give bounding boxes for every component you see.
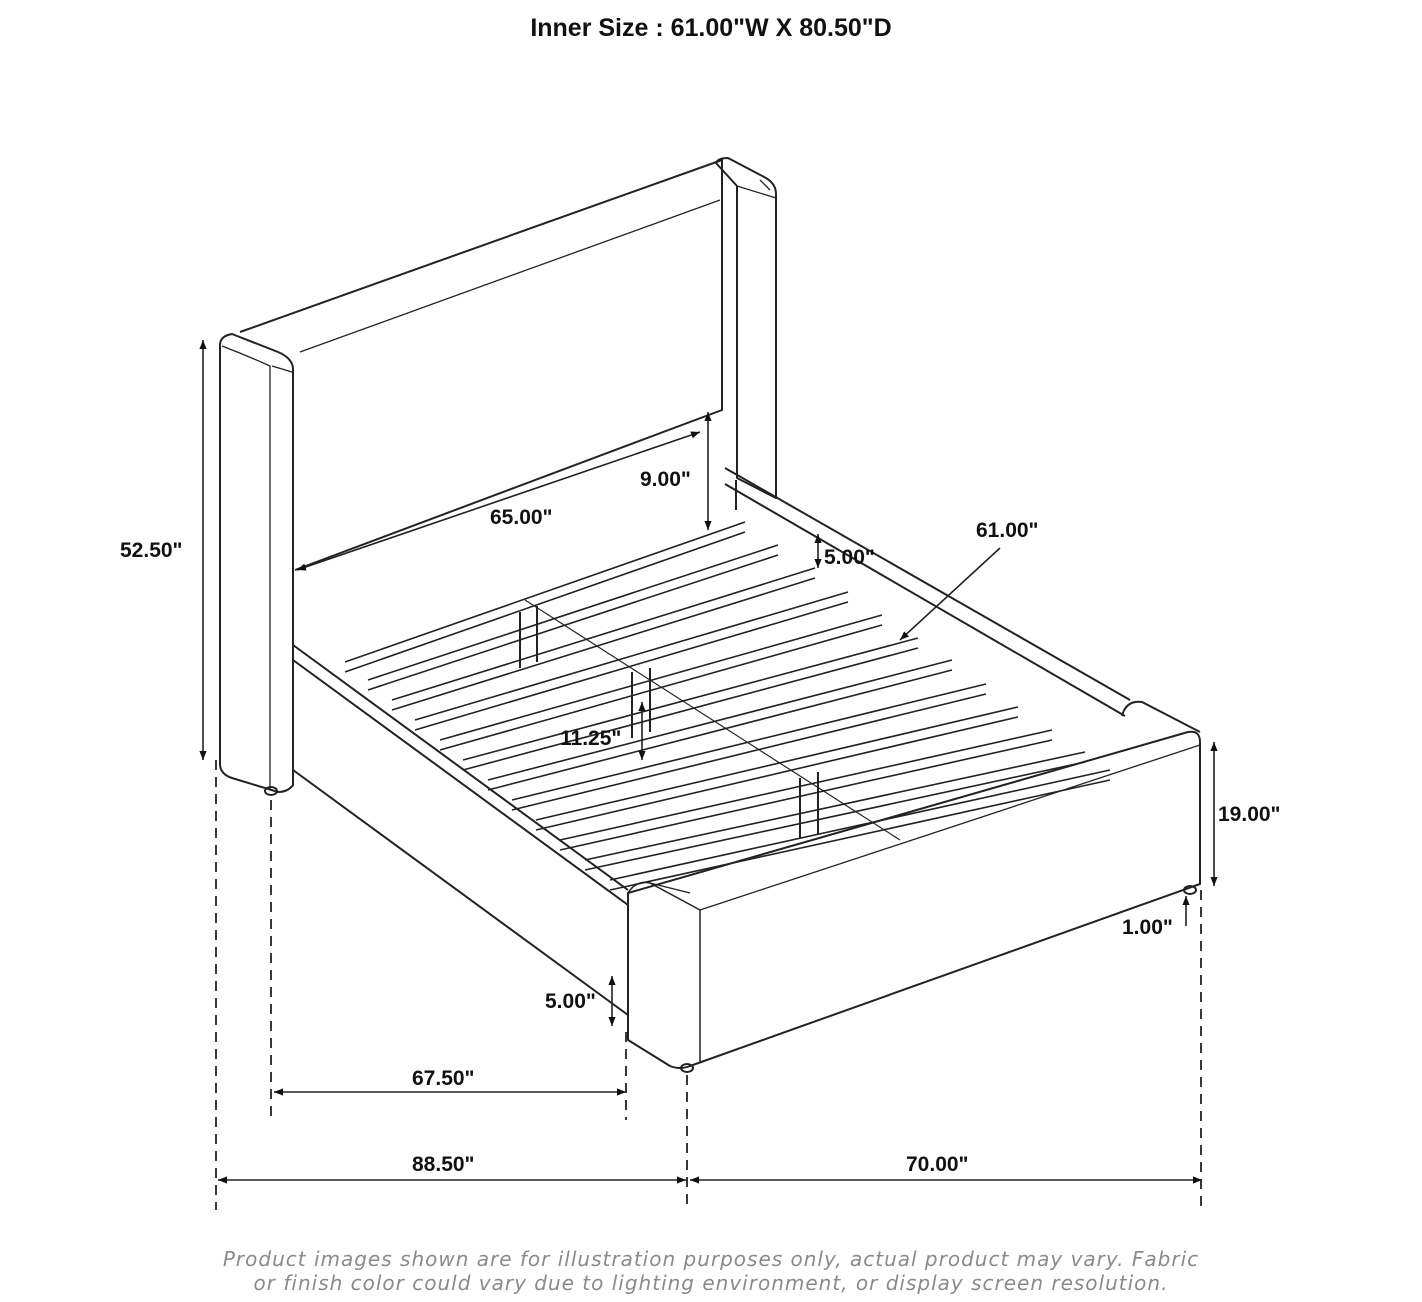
right-side-rail xyxy=(724,467,1131,717)
label-headboard-width: 65.00" xyxy=(490,506,553,529)
label-slat-offset: 5.00" xyxy=(824,546,875,569)
dimension-lines xyxy=(199,340,1218,1184)
label-overall-width: 70.00" xyxy=(906,1153,969,1176)
label-inner-length: 67.50" xyxy=(412,1067,475,1090)
label-overall-height: 52.50" xyxy=(120,539,183,562)
left-side-rail xyxy=(292,644,629,1016)
footboard-top xyxy=(699,744,1201,911)
leg-left-front xyxy=(264,786,278,796)
dimension-labels: 52.50" 65.00" 9.00" 61.00" 5.00" 11.25" … xyxy=(120,468,1281,1176)
leg-foot-front xyxy=(680,1063,694,1073)
label-rail-height: 11.25" xyxy=(560,727,621,750)
leg-foot-right xyxy=(1183,885,1197,895)
label-overall-length: 88.50" xyxy=(412,1153,475,1176)
label-footboard-clearance: 5.00" xyxy=(545,990,596,1013)
label-inner-width: 61.00" xyxy=(976,519,1039,542)
bed-outline xyxy=(219,157,1201,1073)
label-leg-height: 1.00" xyxy=(1122,916,1173,939)
label-footboard-height: 19.00" xyxy=(1218,803,1281,826)
diagram-title: Inner Size : 61.00"W X 80.50"D xyxy=(530,14,892,42)
disclaimer-line-2: or finish color could vary due to lighti… xyxy=(253,1271,1169,1295)
left-wing xyxy=(219,333,294,793)
footboard-back-right xyxy=(1121,700,1201,733)
extension-lines xyxy=(215,760,1202,1210)
label-headboard-gap: 9.00" xyxy=(640,468,691,491)
bed-slats xyxy=(344,521,1111,891)
disclaimer-line-1: Product images shown are for illustratio… xyxy=(222,1247,1200,1271)
right-wing xyxy=(715,157,777,499)
center-support xyxy=(519,606,819,838)
headboard-panel xyxy=(239,159,723,571)
footboard-front xyxy=(627,730,1201,1069)
headboard-top-inner xyxy=(299,199,721,353)
